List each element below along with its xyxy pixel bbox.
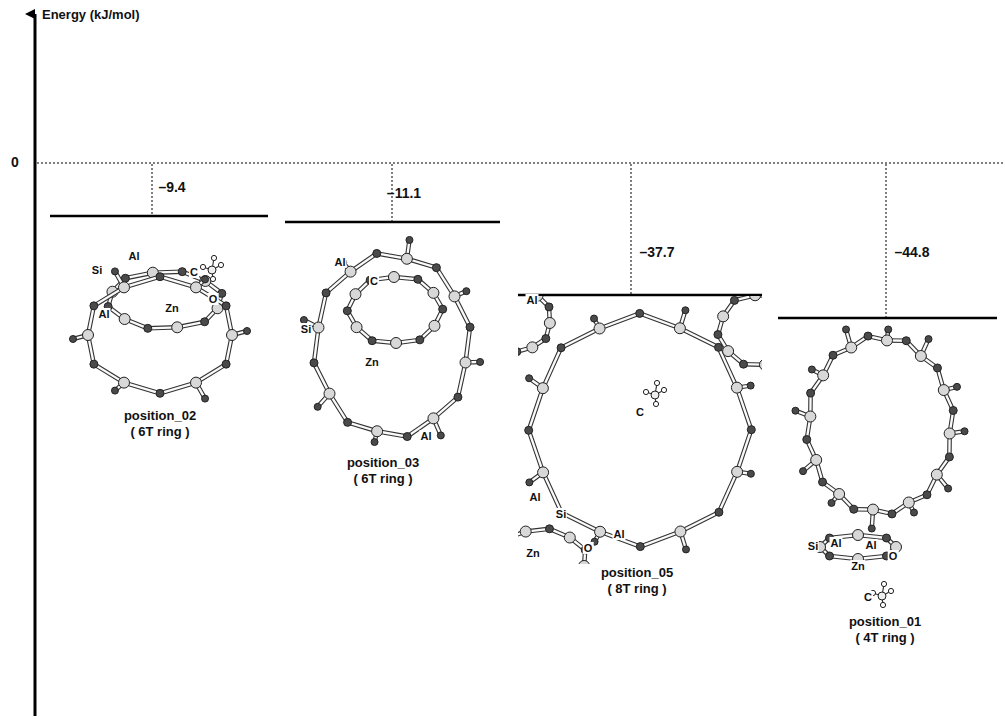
- zeolite-ring: [518, 525, 590, 564]
- position-label: position_05: [601, 566, 673, 580]
- energy-value: –11.1: [387, 186, 421, 201]
- atom-label: Al: [865, 539, 878, 551]
- atom-label: Al: [526, 294, 539, 306]
- zero-line: [37, 163, 1005, 164]
- energy-value: –44.8: [894, 245, 929, 260]
- drop-line: [631, 164, 632, 294]
- drop-line: [886, 164, 887, 317]
- atom-label: Al: [98, 308, 111, 320]
- atom-label: Si: [807, 540, 819, 552]
- energy-value: –37.7: [639, 245, 674, 260]
- structure-position-01: [792, 326, 968, 608]
- axis-zero: 0: [11, 155, 19, 170]
- atom-label: C: [189, 266, 199, 278]
- structure-position-03: [300, 236, 483, 445]
- atom-label: O: [208, 293, 219, 305]
- atom-label: Si: [300, 323, 312, 335]
- atom-label: Al: [334, 256, 347, 268]
- atom-label: C: [369, 275, 379, 287]
- zeolite-ring: [104, 267, 226, 333]
- atom-label: Zn: [850, 560, 865, 572]
- methane-molecule: [870, 581, 893, 607]
- zeolite-ring: [518, 296, 555, 356]
- position-label: ( 6T ring ): [353, 472, 412, 486]
- energy-level: [778, 317, 997, 320]
- atom-label: Zn: [164, 302, 179, 314]
- atom-label: C: [635, 406, 645, 418]
- structure-position-05: [518, 296, 762, 564]
- energy-level: [518, 294, 762, 297]
- atom-label: Zn: [364, 356, 379, 368]
- position-label: ( 6T ring ): [130, 425, 189, 439]
- structure-position-02: [70, 255, 251, 402]
- atom-label: Al: [128, 250, 141, 262]
- atom-label: C: [863, 591, 873, 603]
- atom-label: Al: [613, 528, 626, 540]
- atom-label: Al: [830, 537, 843, 549]
- atom-label: Si: [555, 508, 567, 520]
- atom-label: O: [583, 542, 594, 554]
- zeolite-ring: [70, 268, 251, 402]
- atom-label: Zn: [525, 547, 540, 559]
- position-label: position_02: [124, 409, 196, 423]
- axis-title: Energy (kJ/mol): [42, 8, 140, 22]
- energy-level: [50, 215, 268, 218]
- zeolite-ring: [343, 272, 446, 349]
- position-label: ( 8T ring ): [607, 582, 666, 596]
- atom-label: O: [888, 550, 899, 562]
- atom-label: Al: [529, 491, 542, 503]
- drop-line: [152, 164, 153, 215]
- atom-label: Si: [91, 264, 103, 276]
- position-label: ( 4T ring ): [855, 631, 914, 645]
- energy-axis: [34, 14, 37, 716]
- zeolite-ring: [714, 296, 762, 370]
- methane-molecule: [643, 380, 666, 406]
- position-label: position_03: [347, 456, 419, 470]
- methane-molecule: [200, 255, 223, 281]
- energy-level: [285, 221, 500, 224]
- zeolite-ring: [300, 236, 483, 445]
- zeolite-ring: [525, 307, 756, 553]
- energy-value: –9.4: [158, 180, 185, 195]
- zeolite-ring: [792, 326, 968, 532]
- atom-label: Al: [420, 430, 433, 442]
- position-label: position_01: [849, 615, 921, 629]
